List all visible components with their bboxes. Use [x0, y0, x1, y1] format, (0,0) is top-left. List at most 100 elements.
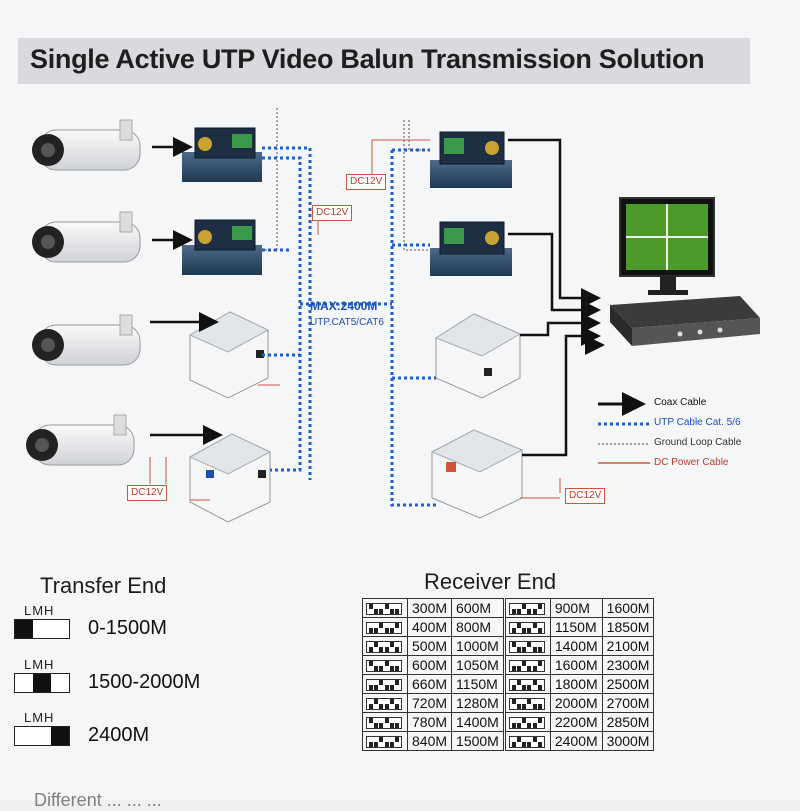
- distance-cell: 1400M: [549, 636, 603, 656]
- dc12v-label-3: DC12V: [127, 485, 168, 501]
- coax-cable-7: [520, 313, 601, 337]
- camera-3-icon: [32, 314, 141, 366]
- distance-cell: 2400M: [549, 731, 603, 751]
- coax-cable-5: [508, 138, 601, 308]
- distance-cell: 1000M: [451, 636, 505, 656]
- dip-setting-icon: [502, 617, 551, 637]
- dip-setting-icon: [362, 731, 408, 751]
- dip-setting-icon: [502, 598, 551, 618]
- distance-cell: 1800M: [549, 674, 603, 694]
- dip-switch-mid-icon: [14, 673, 70, 693]
- distance-cell: 400M: [406, 617, 453, 637]
- distance-cell: 300M: [406, 598, 453, 618]
- distance-cell: 2700M: [601, 693, 655, 713]
- dip-setting-icon: [362, 674, 408, 694]
- range-label: 1500-2000M: [88, 671, 201, 693]
- lmh-label: LMH: [24, 710, 55, 725]
- distance-cell: 1150M: [549, 617, 603, 637]
- distance-cell: 900M: [549, 598, 603, 618]
- distance-cell: 3000M: [601, 731, 655, 751]
- switch-settings-panel: Transfer End LMH 0-1500M LMH 1500-2000M …: [0, 565, 800, 810]
- distance-cell: 600M: [451, 598, 505, 618]
- cut-off-text: Different ... ... ...: [34, 790, 162, 810]
- wiring-diagram: [26, 108, 760, 523]
- passive-balun-rx-2-icon: [430, 221, 512, 276]
- distance-cell: 2300M: [601, 655, 655, 675]
- dip-setting-icon: [362, 617, 408, 637]
- active-balun-tx-4-icon: [188, 433, 272, 523]
- active-balun-rx-4-icon: [430, 429, 524, 519]
- dc12v-label-1: DC12V: [312, 205, 353, 221]
- dip-setting-icon: [502, 636, 551, 656]
- dip-setting-icon: [502, 674, 551, 694]
- active-balun-rx-3-icon: [434, 313, 522, 399]
- legend-dc: DC Power Cable: [654, 457, 729, 468]
- distance-cell: 2200M: [549, 712, 603, 732]
- dip-switch-low-icon: [14, 619, 70, 639]
- distance-cell: 660M: [406, 674, 453, 694]
- utp-cable-label: UTP.CAT5/CAT6: [310, 317, 384, 328]
- dip-setting-icon: [362, 636, 408, 656]
- transfer-end-title: Transfer End: [40, 573, 167, 598]
- monitor-icon: [619, 197, 715, 295]
- distance-cell: 2850M: [601, 712, 655, 732]
- dip-switch-high-icon: [14, 726, 70, 746]
- lmh-label: LMH: [24, 603, 55, 618]
- dc12v-label-2: DC12V: [346, 174, 387, 190]
- distance-cell: 1850M: [601, 617, 655, 637]
- distance-cell: 1400M: [451, 712, 505, 732]
- passive-balun-tx-2-icon: [182, 219, 262, 275]
- distance-cell: 840M: [406, 731, 453, 751]
- dc12v-label-4: DC12V: [565, 488, 606, 504]
- camera-1-icon: [32, 119, 141, 171]
- diagram-panel: Single Active UTP Video Balun Transmissi…: [18, 38, 760, 523]
- distance-cell: 600M: [406, 655, 453, 675]
- active-balun-tx-3-icon: [188, 311, 270, 399]
- distance-cell: 1150M: [451, 674, 505, 694]
- dip-setting-icon: [502, 712, 551, 732]
- dip-setting-icon: [502, 731, 551, 751]
- passive-balun-rx-1-icon: [430, 131, 512, 188]
- dc-power-cables: [149, 139, 561, 501]
- range-label: 0-1500M: [88, 617, 167, 639]
- distance-cell: 1050M: [451, 655, 505, 675]
- legend-swatches: [598, 392, 650, 464]
- distance-cell: 780M: [406, 712, 453, 732]
- receiver-end-title: Receiver End: [424, 569, 557, 594]
- ground-loop-cables: [262, 108, 430, 251]
- lmh-label: LMH: [24, 657, 55, 672]
- dip-setting-icon: [362, 712, 408, 732]
- dip-setting-icon: [502, 655, 551, 675]
- range-label: 2400M: [88, 724, 150, 746]
- distance-cell: 2500M: [601, 674, 655, 694]
- distance-cell: 800M: [451, 617, 505, 637]
- distance-cell: 1500M: [451, 731, 505, 751]
- distance-cell: 1600M: [601, 598, 655, 618]
- dip-setting-icon: [362, 655, 408, 675]
- legend-utp: UTP Cable Cat. 5/6: [654, 417, 741, 428]
- distance-cell: 1280M: [451, 693, 505, 713]
- legend-coax: Coax Cable: [654, 397, 707, 408]
- camera-2-icon: [32, 211, 141, 263]
- distance-cell: 2100M: [601, 636, 655, 656]
- page-title: Single Active UTP Video Balun Transmissi…: [30, 44, 705, 74]
- distance-cell: 500M: [406, 636, 453, 656]
- coax-cable-8: [522, 326, 601, 457]
- camera-4-icon: [26, 414, 135, 466]
- dip-setting-icon: [362, 693, 408, 713]
- title-bar: [18, 38, 750, 84]
- dip-setting-icon: [362, 598, 408, 618]
- passive-balun-tx-1-icon: [182, 127, 262, 182]
- coax-cable-6: [508, 232, 601, 320]
- distance-cell: 2000M: [549, 693, 603, 713]
- dvr-icon: [610, 296, 760, 346]
